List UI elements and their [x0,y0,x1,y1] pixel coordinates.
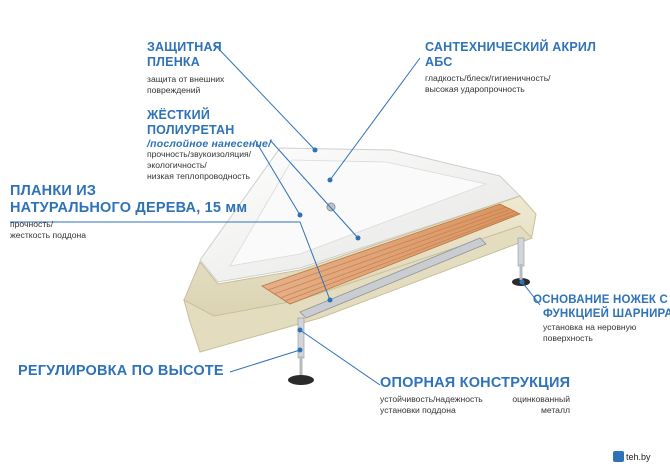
leg-right-rod [519,264,523,280]
callout-lines [10,44,541,386]
legs-title: ОСНОВАНИЕ НОЖЕК С ФУНКЦИЕЙ ШАРНИРА [533,293,670,321]
callout-dots [297,147,525,353]
support-title: ОПОРНАЯ КОНСТРУКЦИЯ [380,375,571,391]
wood-title: ПЛАНКИ ИЗ НАТУРАЛЬНОГО ДЕРЕВА, 15 мм [10,183,247,217]
leg-left-foot [288,375,314,385]
polyurethane-desc-line-2: экологичность/ [147,160,207,170]
wood-desc: прочность/ жесткость поддона [10,219,86,241]
support-desc: устойчивость/надежность установки поддон… [380,394,483,416]
acrylic-inner [229,159,488,267]
support-material-line-2: металл [540,405,570,415]
wood-title-line-2: НАТУРАЛЬНОГО ДЕРЕВА, 15 мм [10,200,248,216]
wood-desc-line-1: прочность/ [10,219,54,229]
legs-title-line-2: ФУНКЦИЕЙ ШАРНИРА [543,308,670,320]
brand-text: teh.by [626,452,651,462]
acrylic-title: САНТЕХНИЧЕСКИЙ АКРИЛ АБС [425,40,596,70]
legs-desc-line-1: установка на неровную [543,322,637,332]
acrylic-title-line-2: АБС [425,55,453,69]
support-frame [299,237,487,319]
wood-title-line-1: ПЛАНКИ ИЗ [10,183,97,199]
leg-left-rod [299,356,303,378]
polyurethane-desc: прочность/звукоизоляция/ экологичность/ … [147,149,251,182]
brand-icon [613,451,624,462]
acrylic-desc: гладкость/блеск/гигиеничность/ высокая у… [425,73,551,95]
polyurethane-title-line-1: ЖЁСТКИЙ [147,108,211,122]
legs-title-line-1: ОСНОВАНИЕ НОЖЕК С [533,294,669,306]
acrylic-desc-line-2: высокая ударопрочность [425,84,525,94]
wood-desc-line-2: жесткость поддона [10,230,87,240]
height-title: РЕГУЛИРОВКА ПО ВЫСОТЕ [18,363,224,379]
film-desc-line-1: защита от внешних [147,74,225,84]
film-title: ЗАЩИТНАЯ ПЛЕНКА [147,40,222,70]
legs-desc-line-2: поверхность [543,333,593,343]
film-title-line-2: ПЛЕНКА [147,55,200,69]
support-material-line-1: оцинкованный [512,394,570,404]
polyurethane-desc-line-3: низкая теплопроводность [147,171,250,181]
acrylic-desc-line-1: гладкость/блеск/гигиеничность/ [425,73,551,83]
acrylic-title-line-1: САНТЕХНИЧЕСКИЙ АКРИЛ [425,40,597,54]
polyurethane-desc-line-1: прочность/звукоизоляция/ [147,149,252,159]
polyurethane-title-line-3: /послойное нанесение/ [147,138,272,150]
polyurethane-title: ЖЁСТКИЙ ПОЛИУРЕТАН /послойное нанесение/ [147,108,271,151]
legs-desc: установка на неровную поверхность [543,322,636,344]
film-desc: защита от внешних повреждений [147,74,224,96]
film-desc-line-2: повреждений [147,85,201,95]
polyurethane-title-line-2: ПОЛИУРЕТАН [147,123,235,137]
support-desc-line-1: устойчивость/надежность [380,394,483,404]
support-desc-line-2: установки поддона [380,405,456,415]
wood-planks [261,203,521,305]
leg-right [517,237,525,267]
support-material: оцинкованный металл [500,394,570,416]
film-title-line-1: ЗАЩИТНАЯ [147,40,222,54]
